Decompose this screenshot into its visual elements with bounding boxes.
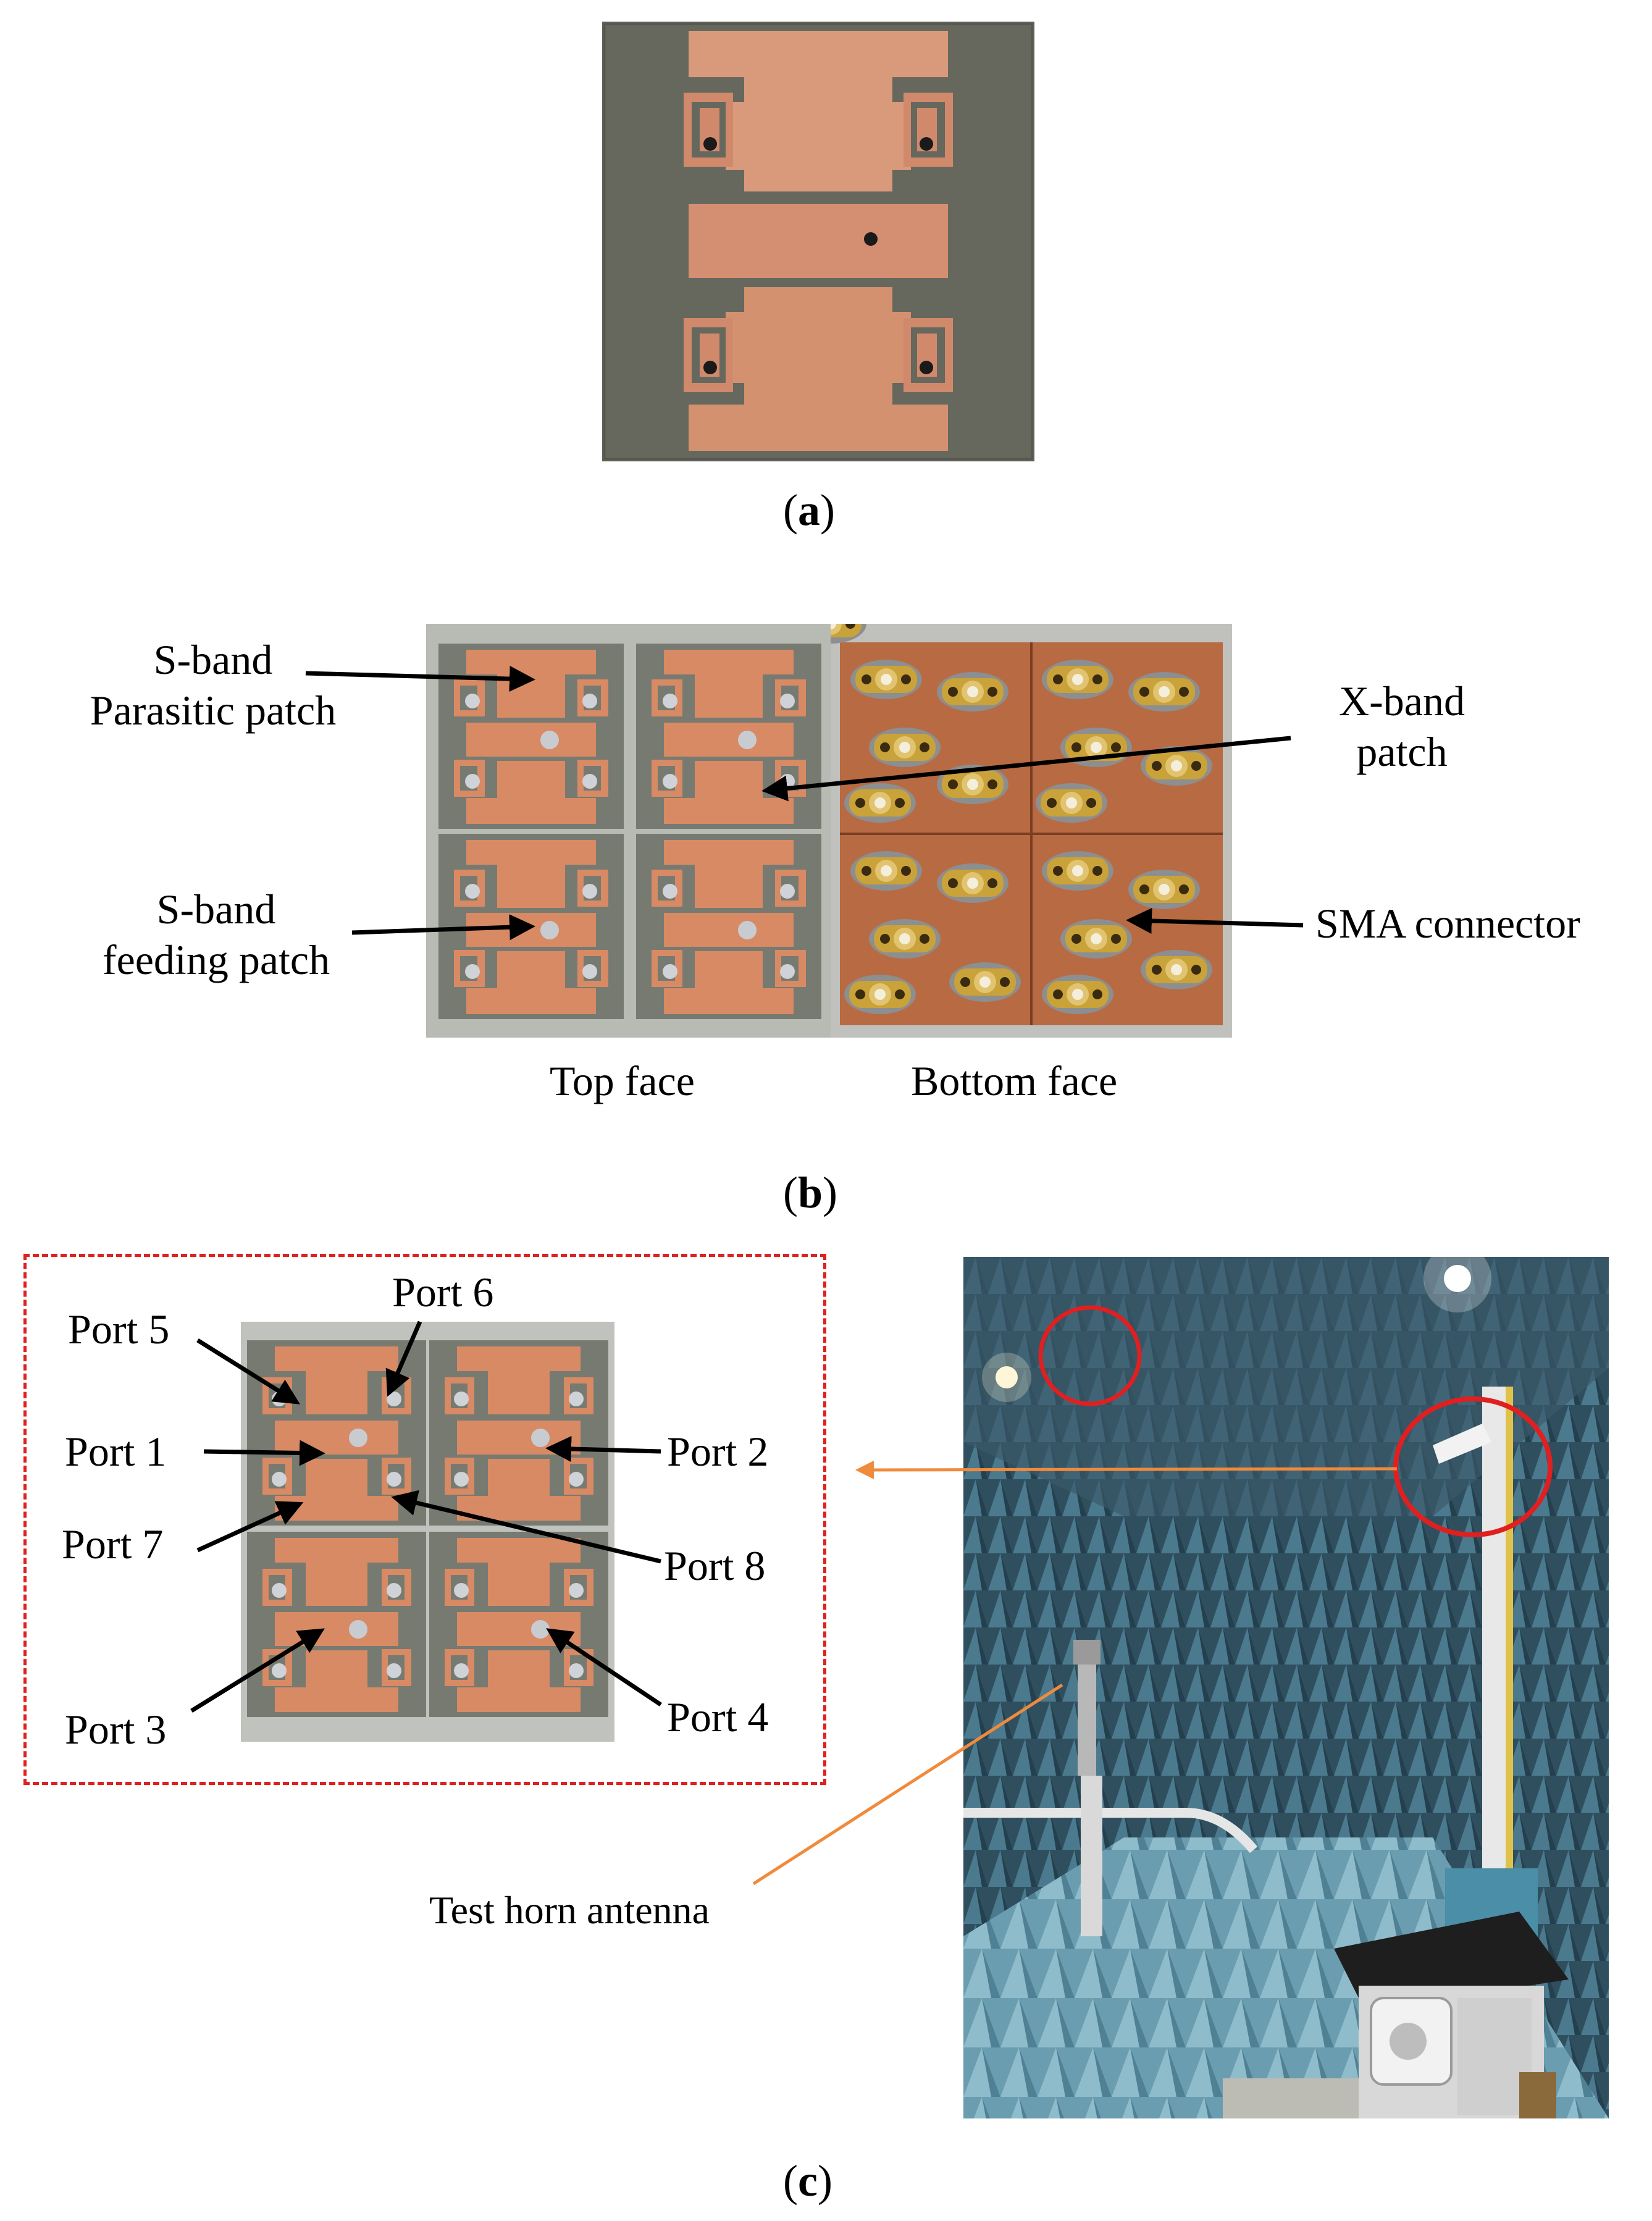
label-bottom-face: Bottom face xyxy=(911,1057,1118,1104)
caption-c: (c) xyxy=(783,2156,832,2206)
arrow-port-4 xyxy=(546,1628,662,1707)
label-port-1: Port 1 xyxy=(65,1428,167,1475)
label-sma-connector: SMA connector xyxy=(1315,900,1580,947)
port-inset-dashed-box xyxy=(23,1254,826,1785)
label-s-band-parasitic: S-band Parasitic patch xyxy=(90,636,337,734)
caption-a: (a) xyxy=(783,485,835,535)
anechoic-chamber-photo xyxy=(963,1257,1609,2118)
label-port-5: Port 5 xyxy=(68,1306,170,1353)
orange-line-horn xyxy=(752,1683,1063,1886)
label-port-4: Port 4 xyxy=(667,1694,769,1740)
arrow-port-3 xyxy=(190,1628,325,1713)
label-port-8: Port 8 xyxy=(664,1542,766,1589)
label-port-3: Port 3 xyxy=(65,1706,167,1753)
label-port-2: Port 2 xyxy=(667,1428,769,1475)
label-x-band: X-band patch xyxy=(1339,678,1465,775)
arrow-port-2 xyxy=(545,1435,661,1462)
arrow-parasitic xyxy=(305,666,535,692)
label-s-band-feeding: S-band feeding patch xyxy=(102,886,330,983)
arrow-port-1 xyxy=(203,1440,325,1466)
label-top-face: Top face xyxy=(550,1057,695,1104)
arrow-port-8 xyxy=(391,1490,661,1564)
arrow-x-band xyxy=(761,736,1291,802)
label-port-6: Port 6 xyxy=(392,1269,494,1316)
orange-arrow-to-inset xyxy=(855,1460,1398,1479)
arrow-port-7 xyxy=(196,1501,304,1553)
arrow-port-6 xyxy=(385,1320,422,1397)
arrow-feeding xyxy=(351,914,535,941)
bottom-face-photo xyxy=(831,624,1232,1038)
label-port-7: Port 7 xyxy=(62,1521,164,1568)
arrow-sma xyxy=(1126,908,1304,934)
red-circle-aut xyxy=(1393,1396,1553,1537)
single-element-photo xyxy=(602,22,1034,461)
arrow-port-5 xyxy=(196,1338,300,1404)
caption-b: (b) xyxy=(783,1168,838,1217)
red-circle-horn xyxy=(1038,1305,1142,1406)
label-test-horn-antenna: Test horn antenna xyxy=(429,1888,710,1932)
